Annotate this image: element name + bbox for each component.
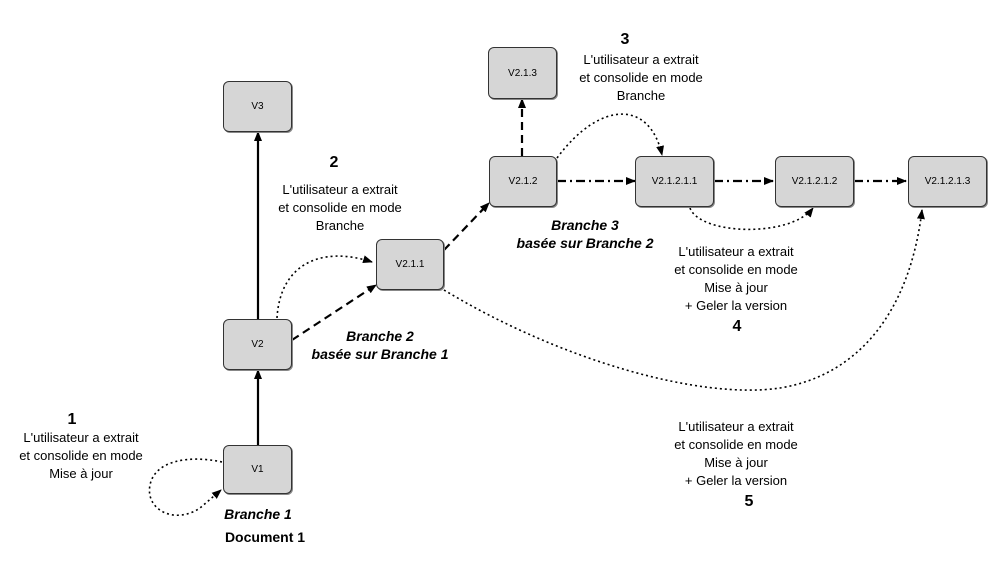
node-v21212: V2.1.2.1.2 <box>775 156 854 207</box>
annotation-3-number: 3 <box>620 31 630 48</box>
arrow-v211-v212 <box>443 202 490 251</box>
annotation-line: + Geler la version <box>684 473 788 488</box>
node-v212: V2.1.2 <box>489 156 557 207</box>
node-v21211: V2.1.2.1.1 <box>635 156 714 207</box>
node-v3: V3 <box>223 81 292 132</box>
annotation-5-number: 5 <box>744 493 754 510</box>
annotation-line: Branche <box>315 218 365 233</box>
annotation-line: et consolide en mode <box>19 448 143 463</box>
annotation-line: L'utilisateur a extrait <box>583 52 699 67</box>
node-v211: V2.1.1 <box>376 239 444 290</box>
annotation-3-text: L'utilisateur a extrait et consolide en … <box>560 51 722 105</box>
dotted-curve-v21211-v21212 <box>689 207 814 231</box>
annotation-line: Mise à jour <box>49 466 113 481</box>
annotation-4-number: 4 <box>732 318 742 335</box>
document-label: Document 1 <box>224 529 306 545</box>
dotted-curve-v2-v211 <box>276 255 373 319</box>
annotation-line: Mise à jour <box>704 455 768 470</box>
dotted-curve-v212-v21211 <box>556 113 664 159</box>
branch-1-label: Branche 1 <box>198 505 318 523</box>
annotation-line: et consolide en mode <box>579 70 703 85</box>
annotation-line: et consolide en mode <box>674 437 798 452</box>
arrow-v2-v211 <box>291 284 377 341</box>
node-v21213: V2.1.2.1.3 <box>908 156 987 207</box>
branch-label-line: basée sur Branche 1 <box>311 346 449 362</box>
branch-label-line: Branche 2 <box>346 328 414 344</box>
node-v213: V2.1.3 <box>488 47 557 99</box>
dotted-loop-v1 <box>148 458 223 517</box>
branch-label-line: Branche 3 <box>551 217 619 233</box>
annotation-2-text: L'utilisateur a extrait et consolide en … <box>260 181 420 235</box>
annotation-5-text: L'utilisateur a extrait et consolide en … <box>655 418 817 490</box>
annotation-line: L'utilisateur a extrait <box>678 244 794 259</box>
node-v1: V1 <box>223 445 292 494</box>
annotation-2-number: 2 <box>329 154 339 171</box>
annotation-1-number: 1 <box>67 411 77 428</box>
annotation-line: Branche <box>616 88 666 103</box>
branch-3-label: Branche 3 basée sur Branche 2 <box>495 216 675 252</box>
annotation-line: Mise à jour <box>704 280 768 295</box>
annotation-line: L'utilisateur a extrait <box>282 182 398 197</box>
annotation-line: et consolide en mode <box>278 200 402 215</box>
branch-label-line: basée sur Branche 2 <box>516 235 654 251</box>
annotation-line: + Geler la version <box>684 298 788 313</box>
branch-label-line: Branche 1 <box>224 506 292 522</box>
annotation-1-text: L'utilisateur a extrait et consolide en … <box>0 429 162 483</box>
annotation-line: L'utilisateur a extrait <box>678 419 794 434</box>
node-v2: V2 <box>223 319 292 370</box>
annotation-line: et consolide en mode <box>674 262 798 277</box>
annotation-4-text: L'utilisateur a extrait et consolide en … <box>655 243 817 315</box>
branch-2-label: Branche 2 basée sur Branche 1 <box>290 327 470 363</box>
annotation-line: L'utilisateur a extrait <box>23 430 139 445</box>
